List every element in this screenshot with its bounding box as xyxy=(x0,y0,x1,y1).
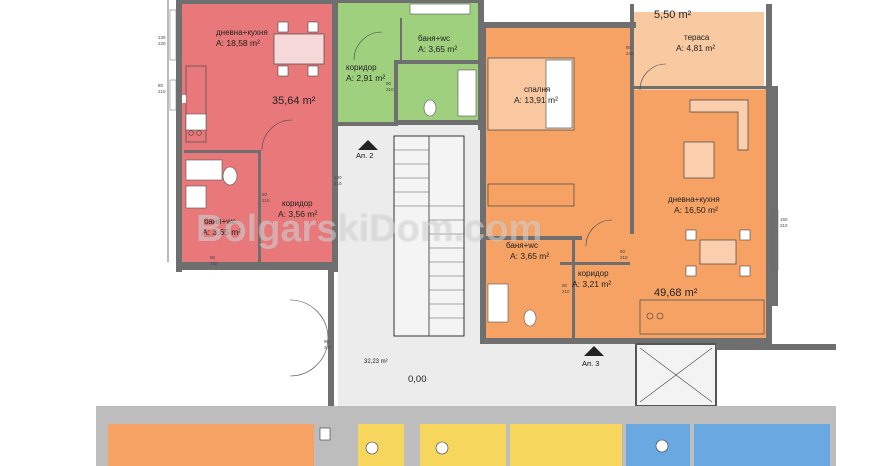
door-dim-top: 90 xyxy=(620,249,626,254)
apt3-terrace-area: A: 4,81 m² xyxy=(676,43,716,53)
door-dim-bottom: 210 xyxy=(620,255,628,260)
entrance-door xyxy=(289,270,334,410)
elevator-shaft xyxy=(635,343,717,407)
apt1-living-kitchen-name: дневна+кухня xyxy=(216,28,268,37)
apt3-label: Ап. 3 xyxy=(582,359,600,368)
door-dim-bottom: 240 xyxy=(324,345,332,350)
apt3-bedroom-name: спалня xyxy=(524,85,551,94)
door-dim-bottom: 210 xyxy=(334,181,342,186)
watermark-text: BolgarskiDom.com xyxy=(196,208,543,250)
door-dim-top: 100 xyxy=(334,175,342,180)
door-dim-top: 90 xyxy=(262,192,268,197)
apt1-corridor-area: A: 3,56 m² xyxy=(278,209,318,219)
door-dim-bottom: 210 xyxy=(386,87,394,92)
apartment-2-marker xyxy=(358,140,378,150)
door-dim-top: 150 xyxy=(780,217,788,222)
apt1-living-kitchen-area: A: 18,58 m² xyxy=(216,38,260,48)
hallway-area: 32,23 m² xyxy=(364,359,388,365)
lower-apartments-strip xyxy=(96,406,836,466)
apt2-label: Ап. 2 xyxy=(356,151,374,160)
door-dim-top: 80 xyxy=(386,81,392,86)
apartment-3 xyxy=(480,4,772,344)
level-mark: 0,00 xyxy=(408,374,427,385)
door-dim-top: 130 xyxy=(158,35,166,40)
terrace-total-area: 5,50 m² xyxy=(654,9,692,21)
door-dim-bottom: 210 xyxy=(158,89,166,94)
apt2-corridor-name: коридор xyxy=(346,63,377,72)
door-dim-top: 80 xyxy=(626,45,632,50)
door-dim-bottom: 210 xyxy=(210,261,218,266)
apt2-bathroom-area: A: 3,65 m² xyxy=(418,44,458,54)
apt3-terrace-name: тераса xyxy=(684,33,710,42)
apt1-bathroom-name: баня+wc xyxy=(204,217,237,226)
door-dim-bottom: 210 xyxy=(562,289,570,294)
apt3-bathroom-name: баня+wc xyxy=(506,241,539,250)
apt1-total-area: 35,64 m² xyxy=(272,95,316,107)
staircase xyxy=(393,135,465,337)
apt3-bathroom-area: A: 3,65 m² xyxy=(510,251,550,261)
apt1-bathroom-area: A: 3,65 m² xyxy=(202,227,242,237)
door-dim-bottom: 210 xyxy=(780,223,788,228)
apt2-bathroom-name: баня+wc xyxy=(418,34,451,43)
door-dim-bottom: 220 xyxy=(158,41,166,46)
apt3-corridor-area: A: 3,21 m² xyxy=(572,279,612,289)
door-dim-top: 80 xyxy=(210,255,216,260)
apt3-bedroom-area: A: 13,91 m² xyxy=(514,95,558,105)
apt3-living-kitchen-name: дневна+кухня xyxy=(668,195,720,204)
apt3-total-area: 49,68 m² xyxy=(654,287,698,299)
apartment-3-marker xyxy=(584,346,604,356)
apt1-corridor-name: коридор xyxy=(282,199,313,208)
door-dim-top: 80 xyxy=(158,83,164,88)
door-dim-bottom: 210 xyxy=(262,198,270,203)
apartment-1 xyxy=(176,0,338,272)
door-dim-bottom: 240 xyxy=(626,51,634,56)
door-dim-top: 80 xyxy=(562,283,568,288)
apt3-corridor-name: коридор xyxy=(578,269,609,278)
apt3-living-kitchen-area: A: 16,50 m² xyxy=(674,205,718,215)
door-dim-top: 90 xyxy=(324,339,330,344)
apt2-corridor-area: A: 2,91 m² xyxy=(346,73,386,83)
